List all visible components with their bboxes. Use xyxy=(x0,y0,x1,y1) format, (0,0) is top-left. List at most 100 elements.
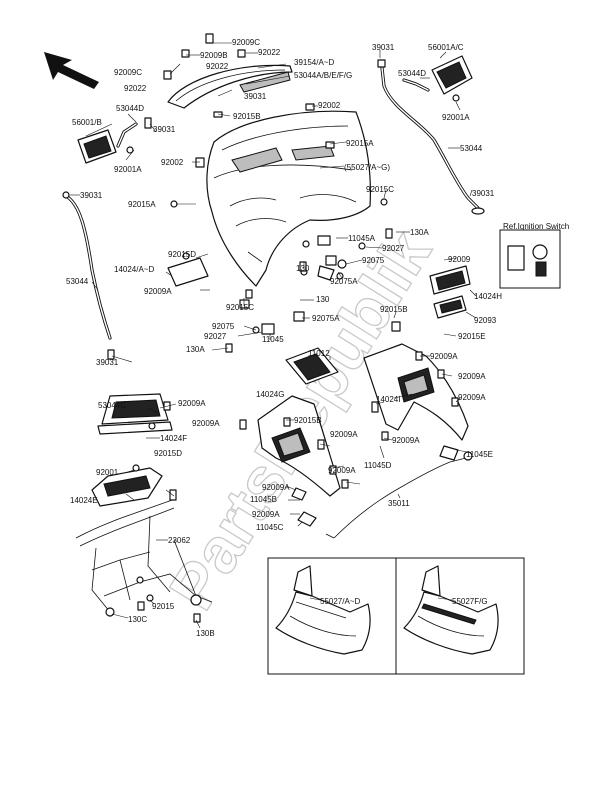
label-53044-right: 53044 xyxy=(460,144,483,153)
label-53044d-right: 53044D xyxy=(398,69,426,78)
mirror-left xyxy=(77,122,138,164)
label-92002-top: 92002 xyxy=(318,101,341,110)
label-53044c: 53044C xyxy=(98,401,126,410)
label-11045b: 11045B xyxy=(250,495,277,504)
label-53044-left: 53044 xyxy=(66,277,89,286)
label-11045a: 11045A xyxy=(348,234,376,243)
label-92015b-top: 92015B xyxy=(233,112,261,121)
windshield xyxy=(167,64,293,109)
label-56001ac: 56001A/C xyxy=(428,43,464,52)
inset-box-right xyxy=(395,557,525,675)
label-92001a-right: 92001A xyxy=(442,113,470,122)
label-92009a-k: 92009A xyxy=(252,510,280,519)
label-14024h: 14024H xyxy=(474,292,502,301)
label-92075a-mid: 92075A xyxy=(330,277,358,286)
part-labels: 92009C 92009B 92022 92009C 92022 92022 3… xyxy=(66,38,502,638)
label-92015-bot: 92015 xyxy=(152,602,175,611)
label-130-low: 130 xyxy=(316,295,330,304)
label-23062: 23062 xyxy=(168,536,191,545)
label-39031-tr: 39031 xyxy=(372,43,395,52)
label-92075-low: 92075 xyxy=(212,322,235,331)
mirror-right xyxy=(402,55,473,102)
label-55027ag: (55027/A~G) xyxy=(344,163,390,172)
label-11012: 11012 xyxy=(308,349,330,358)
arrow-up-left-icon xyxy=(44,52,99,89)
label-92001a-left: 92001A xyxy=(114,165,142,174)
label-92015d-mid: 92015D xyxy=(168,250,196,259)
label-92015b-low: 92015B xyxy=(294,416,322,425)
label-39031-r2: 39031 xyxy=(472,189,495,198)
label-92075-top: 92075 xyxy=(362,256,385,265)
ignition-reference-label: Ref.Ignition Switch xyxy=(503,222,569,231)
label-11045e: 11045E xyxy=(466,450,493,459)
label-130c: 130C xyxy=(128,615,147,624)
hose-left xyxy=(64,194,112,340)
label-92009c-left: 92009C xyxy=(114,68,142,77)
upper-cowling xyxy=(206,110,371,287)
inner-panel-right xyxy=(363,343,469,441)
label-39031-mid: 39031 xyxy=(244,92,267,101)
label-92075a-low: 92075A xyxy=(312,314,340,323)
label-92009a-i: 92009A xyxy=(328,466,356,475)
label-130a-top: 130A xyxy=(410,228,429,237)
label-39031-left2: 39031 xyxy=(80,191,103,200)
bracket-plate-14024 xyxy=(167,252,209,287)
label-14024i: 14024I xyxy=(376,395,400,404)
label-14024g: 14024G xyxy=(256,390,284,399)
label-92009a-g: 92009A xyxy=(330,430,358,439)
label-55027fg: 55027F/G xyxy=(452,597,488,606)
ignition-cover xyxy=(429,265,471,319)
label-92009-ign: 92009 xyxy=(448,255,471,264)
label-11045: 11045 xyxy=(262,335,284,344)
label-92015a-mid: 92015A xyxy=(128,200,156,209)
label-92009b: 92009B xyxy=(200,51,228,60)
label-130a-low: 130A xyxy=(186,345,205,354)
label-14024f: 14024F xyxy=(160,434,187,443)
label-92015c-low: 92015C xyxy=(226,303,254,312)
label-92015c-mid: 92015C xyxy=(366,185,394,194)
label-14024e: 14024E xyxy=(70,496,98,505)
label-92015a-top: 92015A xyxy=(346,139,374,148)
label-92015b-r: 92015B xyxy=(380,305,408,314)
label-53044d-left: 53044D xyxy=(116,104,144,113)
label-11045c: 11045C xyxy=(256,523,284,532)
label-92009a-j: 92009A xyxy=(262,483,290,492)
cover-14024e xyxy=(91,464,163,507)
label-130-mid: 130 xyxy=(296,264,310,273)
label-56001b: 56001/B xyxy=(72,118,102,127)
label-92015e: 92015E xyxy=(458,332,486,341)
inner-panel-center xyxy=(257,347,341,497)
label-11045d: 11045D xyxy=(364,461,392,470)
label-92009a-d: 92009A xyxy=(458,393,486,402)
label-92009a-a: 92009A xyxy=(144,287,172,296)
label-130b: 130B xyxy=(196,629,215,638)
stay-frame-23062 xyxy=(75,499,213,617)
label-92022-b: 92022 xyxy=(206,62,229,71)
ignition-reference-inset xyxy=(499,229,561,289)
cover-53044c xyxy=(97,393,173,435)
label-55027ad: 55027/A~D xyxy=(320,597,360,606)
label-92009a-c: 92009A xyxy=(458,372,486,381)
label-92022-c: 92022 xyxy=(124,84,147,93)
label-92009c: 92009C xyxy=(232,38,260,47)
label-92009a-b: 92009A xyxy=(430,352,458,361)
label-92009a-h: 92009A xyxy=(392,436,420,445)
label-53044abefg: 53044A/B/E/F/G xyxy=(294,71,352,80)
center-brackets xyxy=(239,235,337,335)
label-92027-low: 92027 xyxy=(204,332,227,341)
label-39031-bl: 39031 xyxy=(96,358,119,367)
label-35011: 35011 xyxy=(388,499,410,508)
hose-right xyxy=(380,66,485,215)
label-39154: 39154/A~D xyxy=(294,58,334,67)
fasteners xyxy=(62,33,459,623)
label-92009a-f: 92009A xyxy=(192,419,220,428)
stay-rod-35011 xyxy=(325,451,473,539)
label-92001-low: 92001 xyxy=(96,468,119,477)
label-92027-top: 92027 xyxy=(382,244,405,253)
label-92015d-low: 92015D xyxy=(154,449,182,458)
label-14024ad: 14024/A~D xyxy=(114,265,154,274)
label-39031-left: 39031 xyxy=(153,125,176,134)
label-92022: 92022 xyxy=(258,48,281,57)
inset-box-left xyxy=(267,557,397,675)
